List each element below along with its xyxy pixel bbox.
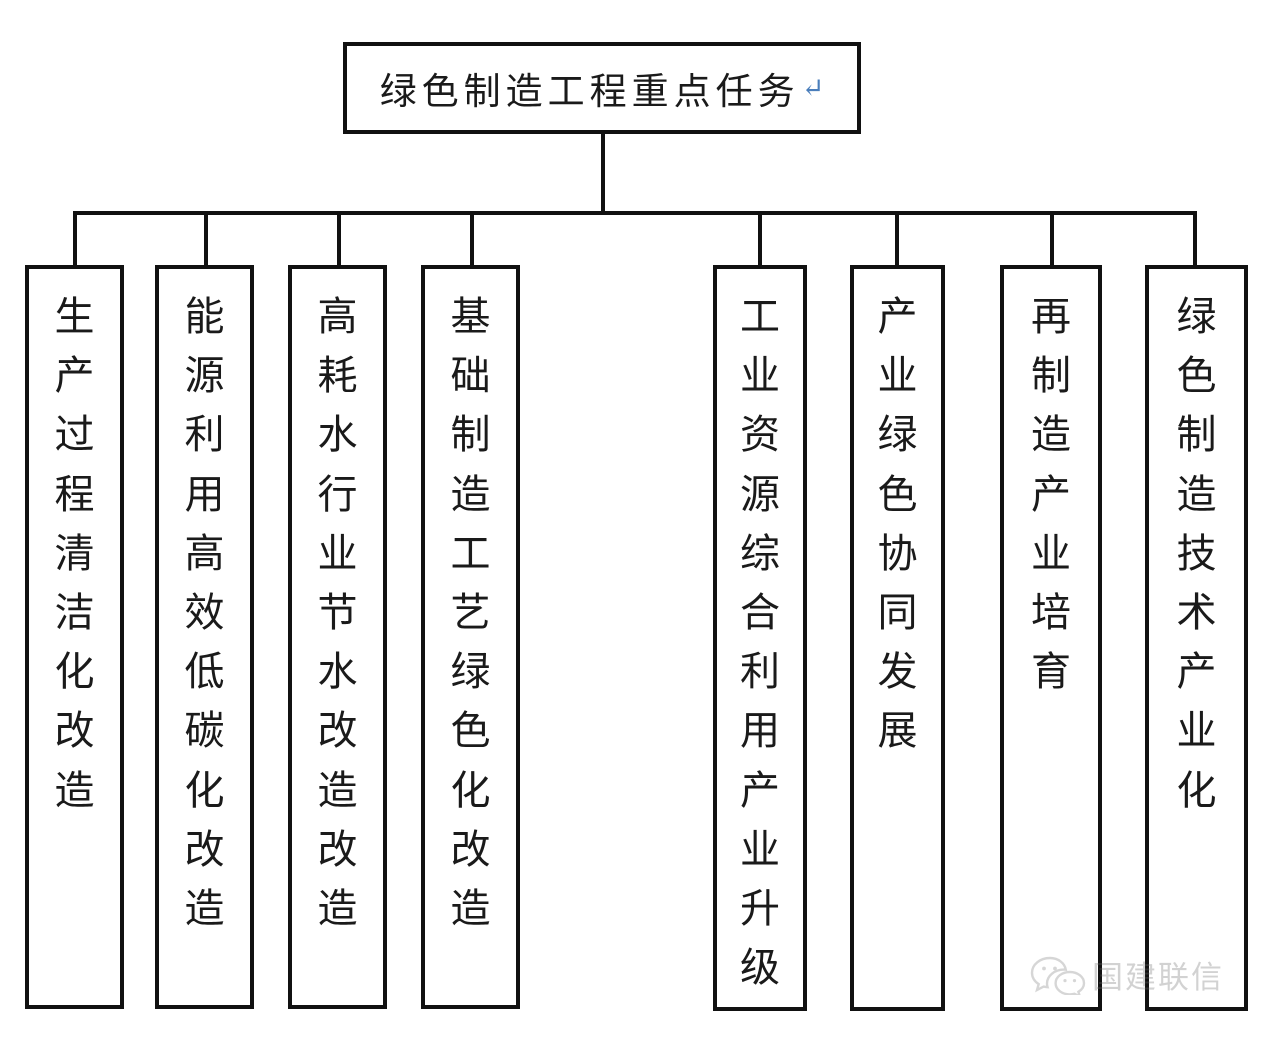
child-node-8-label: 绿色制造技术产业化 [1176, 294, 1217, 813]
child-node-6-label: 产业绿色协同发展 [877, 294, 918, 754]
child-node-2-label: 能源利用高效低碳化改造 [184, 294, 225, 931]
child-node-4[interactable]: 基础制造工艺绿色化改造 [421, 265, 520, 1009]
connector-drop-6 [895, 211, 899, 267]
child-node-3[interactable]: 高耗水行业节水改造改造 [288, 265, 387, 1009]
connector-drop-2 [204, 211, 208, 267]
connector-drop-3 [337, 211, 341, 267]
connector-drop-8 [1193, 211, 1197, 267]
connector-drop-4 [470, 211, 474, 267]
child-node-8[interactable]: 绿色制造技术产业化 [1145, 265, 1248, 1011]
connector-horizontal-bus [73, 211, 1197, 215]
connector-drop-5 [758, 211, 762, 267]
child-node-7-label: 再制造产业培育 [1031, 294, 1071, 695]
child-node-6[interactable]: 产业绿色协同发展 [850, 265, 945, 1011]
root-node[interactable]: 绿色制造工程重点任务↵ [343, 42, 861, 134]
child-node-7[interactable]: 再制造产业培育 [1000, 265, 1102, 1011]
root-node-label: 绿色制造工程重点任务 [379, 72, 800, 113]
connector-root-stem [601, 132, 605, 215]
child-node-1[interactable]: 生产过程清洁化改造 [25, 265, 124, 1009]
child-node-5[interactable]: 工业资源综合利用产业升级 [713, 265, 807, 1011]
paragraph-mark-icon: ↵ [801, 72, 825, 103]
child-node-4-label: 基础制造工艺绿色化改造 [450, 294, 491, 931]
child-node-1-label: 生产过程清洁化改造 [54, 294, 95, 813]
connector-drop-1 [73, 211, 77, 267]
child-node-3-label: 高耗水行业节水改造改造 [317, 294, 358, 931]
child-node-2[interactable]: 能源利用高效低碳化改造 [155, 265, 254, 1009]
connector-drop-7 [1050, 211, 1054, 267]
child-node-5-label: 工业资源综合利用产业升级 [740, 294, 780, 991]
